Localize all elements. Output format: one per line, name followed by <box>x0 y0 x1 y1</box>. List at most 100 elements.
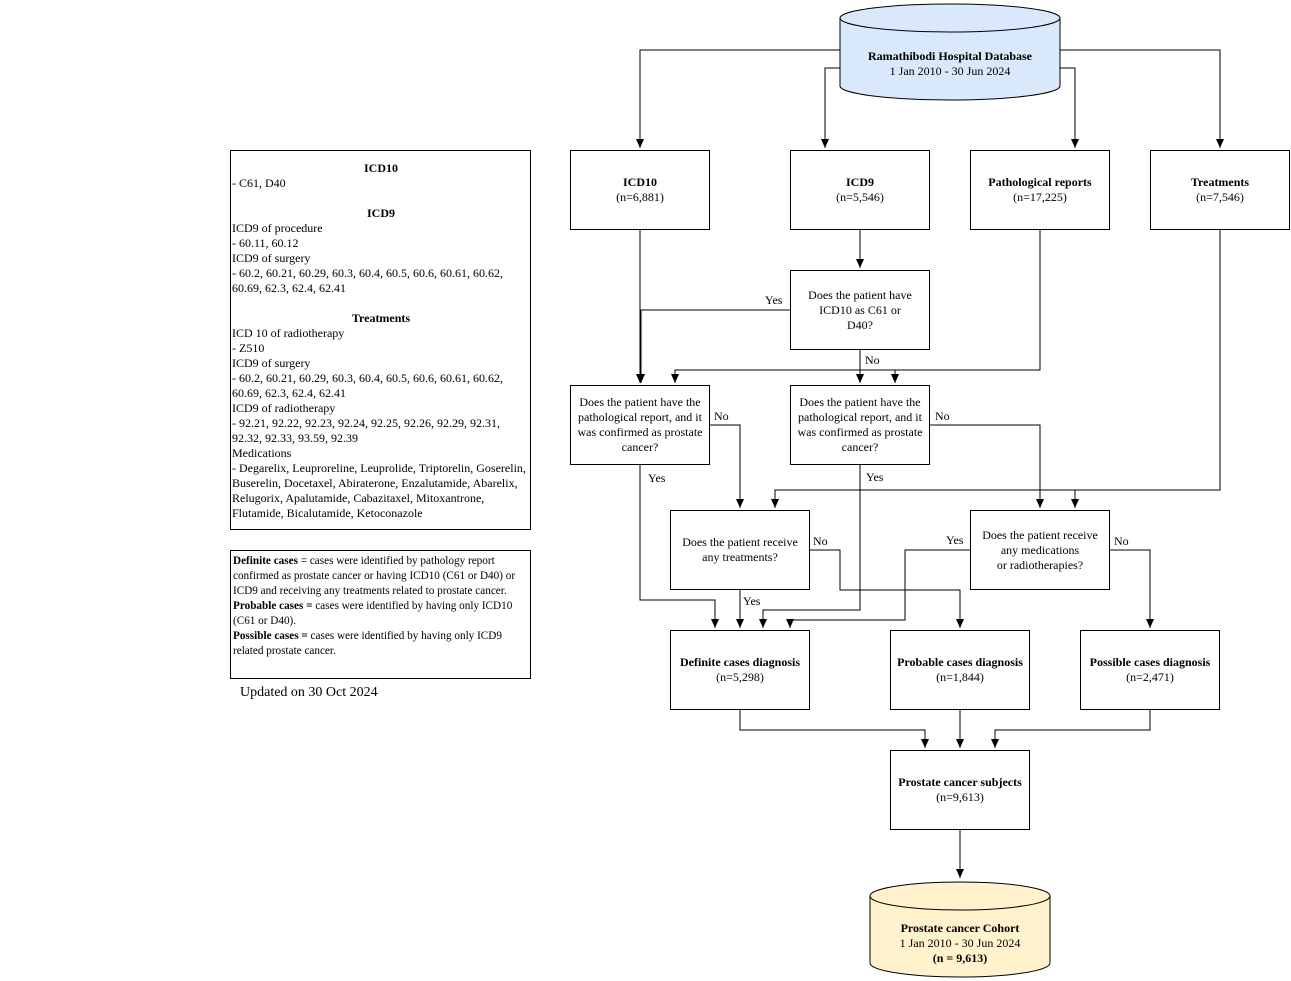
probable-text: cases were identified by having only ICD… <box>233 600 513 627</box>
database-node: Ramathibodi Hospital Database 1 Jan 2010… <box>840 49 1060 79</box>
definite-count: (n=5,298) <box>716 670 764 684</box>
cohort-period: 1 Jan 2010 - 30 Jun 2024 <box>899 936 1021 950</box>
subjects-title: Prostate cancer subjects <box>898 775 1022 789</box>
icd10-count: (n=6,881) <box>616 190 664 204</box>
path-confirm-mid-decision: Does the patient have the pathological r… <box>790 385 930 465</box>
cohort-title: Prostate cancer Cohort <box>900 921 1020 935</box>
icd10-codes: - C61, D40 <box>232 176 286 190</box>
edge-definite-subjects <box>739 710 929 748</box>
definite-term: Definite cases <box>233 555 298 567</box>
label-meds-no: No <box>1114 534 1129 548</box>
icd9-radiotherapy-codes-2: 92.32, 92.33, 93.59, 92.39 <box>232 431 358 445</box>
pathology-count: (n=17,225) <box>1013 190 1067 204</box>
cohort-node: Prostate cancer Cohort 1 Jan 2010 - 30 J… <box>870 921 1050 966</box>
subjects-count: (n=9,613) <box>936 790 984 804</box>
edge-meds-no <box>1110 549 1154 628</box>
cohort-count: (n = 9,613) <box>932 951 988 965</box>
probable-cases-box: Probable cases diagnosis (n=1,844) <box>890 630 1030 710</box>
pathology-source-box: Pathological reports (n=17,225) <box>970 150 1110 230</box>
probable-count: (n=1,844) <box>936 670 984 684</box>
edge-path-left <box>671 230 1041 383</box>
icd9-surgery-codes-1: - 60.2, 60.21, 60.29, 60.3, 60.4, 60.5, … <box>232 266 503 280</box>
probable-term: Probable cases = <box>233 600 313 612</box>
icd9-radiotherapy-label: ICD9 of radiotherapy <box>232 401 336 415</box>
receive-treatments-text: Does the patient receive any treatments? <box>682 535 798 564</box>
medications-line-3: Relugorix, Apalutamide, Cabazitaxel, Mit… <box>232 491 485 505</box>
cohort-cylinder-shape <box>869 881 1051 978</box>
possible-text: cases were identified by having only ICD… <box>233 630 502 657</box>
icd10-check-text: Does the patient have ICD10 as C61 or D4… <box>808 287 912 332</box>
icd10-radiotherapy-codes: - Z510 <box>232 341 265 355</box>
edge-pathmid-no <box>930 424 1044 508</box>
icd9-title: ICD9 <box>845 175 874 189</box>
medications-line-1: - Degarelix, Leuproreline, Leuprolide, T… <box>232 461 526 475</box>
definitions-legend: Definite cases = cases were identified b… <box>230 550 531 679</box>
icd9-surgery-label: ICD9 of surgery <box>232 251 311 265</box>
label-meds-yes: Yes <box>946 533 964 547</box>
probable-definition: Probable cases = cases were identified b… <box>233 599 528 629</box>
path-confirm-left-decision: Does the patient have the pathological r… <box>570 385 710 465</box>
medications-line-2: Buserelin, Docetaxel, Abiraterone, Enzal… <box>232 476 518 490</box>
icd10-heading: ICD10 <box>363 161 398 175</box>
edge-db-pathology <box>1060 67 1079 148</box>
receive-meds-line1: Does the patient receive <box>982 527 1098 542</box>
receive-treatments-decision: Does the patient receive any treatments? <box>670 510 810 590</box>
medications-line-4: Flutamide, Bicalutamide, Ketoconazole <box>232 506 423 520</box>
definite-definition: Definite cases = cases were identified b… <box>233 554 528 599</box>
definite-cases-box: Definite cases diagnosis (n=5,298) <box>670 630 810 710</box>
receive-meds-decision: Does the patient receive any medications… <box>970 510 1110 590</box>
edge-db-treatments <box>1060 49 1224 148</box>
treatments-heading: Treatments <box>351 311 411 325</box>
edge-recv-no <box>810 549 964 628</box>
icd10-title: ICD10 <box>622 175 657 189</box>
icd9-radiotherapy-codes-1: - 92.21, 92.22, 92.23, 92.24, 92.25, 92.… <box>232 416 500 430</box>
path-confirm-mid-text: Does the patient have the pathological r… <box>797 395 923 454</box>
edge-pathleft-no <box>710 424 744 508</box>
treatments-title: Treatments <box>1190 175 1250 189</box>
label-recv-yes: Yes <box>743 594 761 608</box>
icd10-check-decision: Does the patient have ICD10 as C61 or D4… <box>790 270 930 350</box>
codes-panel: ICD10 - C61, D40 ICD9 ICD9 of procedure … <box>230 150 531 530</box>
icd9-procedure-codes: - 60.11, 60.12 <box>232 236 299 250</box>
treatment-icd9-surgery-codes-1: - 60.2, 60.21, 60.29, 60.3, 60.4, 60.5, … <box>232 371 503 385</box>
label-recv-no: No <box>813 534 828 548</box>
icd10-radiotherapy-label: ICD 10 of radiotherapy <box>232 326 345 340</box>
edge-pathleft-yes <box>639 465 719 628</box>
icd9-source-box: ICD9 (n=5,546) <box>790 150 930 230</box>
icd10-source-box: ICD10 (n=6,881) <box>570 150 710 230</box>
edge-db-icd9 <box>821 67 840 148</box>
icd9-heading: ICD9 <box>366 206 395 220</box>
label-pathleft-yes: Yes <box>648 471 666 485</box>
possible-count: (n=2,471) <box>1126 670 1174 684</box>
receive-meds-line2: any medications <box>1000 542 1080 557</box>
label-pathmid-yes: Yes <box>866 470 884 484</box>
receive-meds-line3: or radiotherapies? <box>996 557 1084 572</box>
label-pathleft-no: No <box>714 409 729 423</box>
database-cylinder-shape <box>839 3 1061 101</box>
database-title: Ramathibodi Hospital Database <box>867 49 1033 63</box>
edge-db-icd10 <box>636 49 840 148</box>
treatment-icd9-surgery-codes-2: 60.69, 62.3, 62.4, 62.41 <box>232 386 346 400</box>
icd9-count: (n=5,546) <box>836 190 884 204</box>
possible-title: Possible cases diagnosis <box>1089 655 1211 669</box>
possible-term: Possible cases = <box>233 630 308 642</box>
prostate-subjects-box: Prostate cancer subjects (n=9,613) <box>890 750 1030 830</box>
treatments-source-box: Treatments (n=7,546) <box>1150 150 1290 230</box>
label-pathmid-no: No <box>935 409 950 423</box>
icd9-procedure-label: ICD9 of procedure <box>232 221 323 235</box>
treatments-count: (n=7,546) <box>1196 190 1244 204</box>
path-confirm-left-text: Does the patient have the pathological r… <box>577 395 703 454</box>
edge-possible-subjects <box>991 710 1151 748</box>
database-period: 1 Jan 2010 - 30 Jun 2024 <box>889 64 1011 78</box>
medications-label: Medications <box>232 446 292 460</box>
edge-meds-yes <box>786 549 970 628</box>
updated-date: Updated on 30 Oct 2024 <box>240 685 378 700</box>
possible-definition: Possible cases = cases were identified b… <box>233 629 528 659</box>
pathology-title: Pathological reports <box>988 175 1092 189</box>
edge-check-yes <box>637 309 790 383</box>
icd9-surgery-codes-2: 60.69, 62.3, 62.4, 62.41 <box>232 281 346 295</box>
definite-text: = cases were identified by pathology rep… <box>233 555 516 597</box>
possible-cases-box: Possible cases diagnosis (n=2,471) <box>1080 630 1220 710</box>
